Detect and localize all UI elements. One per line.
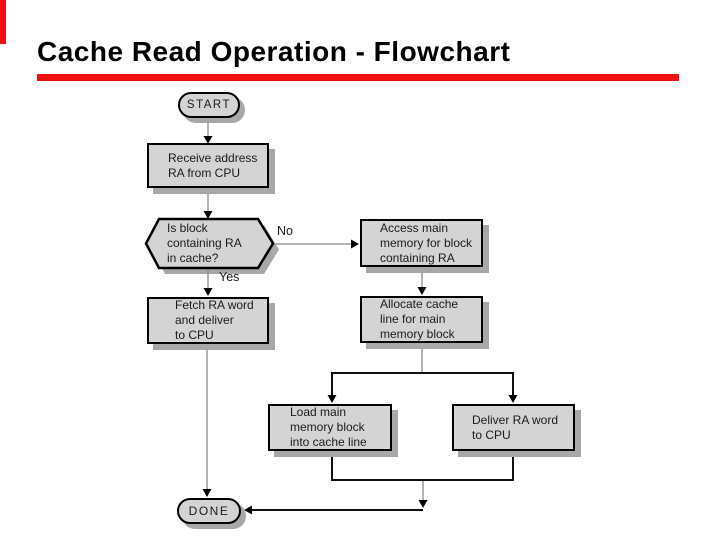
arrowhead-into-done-top <box>202 489 212 497</box>
arrowhead-into-receive <box>203 136 213 144</box>
node-allocate-cache-line: Allocate cache line for main memory bloc… <box>360 296 483 343</box>
arrowhead-merge-down <box>418 500 428 508</box>
edge-label-no: No <box>277 224 293 238</box>
arrowhead-into-done-left <box>244 505 252 515</box>
node-fetch-ra-word-label: Fetch RA word and deliver to CPU <box>175 298 254 342</box>
node-deliver-ra-word: Deliver RA word to CPU <box>452 404 575 451</box>
node-receive-address-label: Receive address RA from CPU <box>168 150 258 180</box>
node-deliver-ra-word-label: Deliver RA word to CPU <box>472 412 559 442</box>
slide-title: Cache Read Operation - Flowchart <box>37 36 511 67</box>
arrowhead-into-fetch <box>203 288 213 296</box>
arrowhead-into-decision <box>203 211 213 219</box>
slide-corner-accent <box>0 0 6 44</box>
arrowhead-into-load <box>327 395 337 403</box>
node-allocate-cache-line-label: Allocate cache line for main memory bloc… <box>380 297 459 341</box>
arrowhead-into-allocate <box>417 287 427 295</box>
node-start-label: START <box>186 99 232 111</box>
title-underline-rule <box>37 74 679 81</box>
node-load-memory-block: Load main memory block into cache line <box>268 404 392 451</box>
edge-label-yes: Yes <box>219 270 240 284</box>
node-load-memory-block-label: Load main memory block into cache line <box>290 405 367 449</box>
decision-shape <box>144 217 275 270</box>
arrowhead-into-access <box>351 239 359 249</box>
node-done: DONE <box>177 498 241 524</box>
node-receive-address: Receive address RA from CPU <box>147 143 269 188</box>
node-access-main-memory-label: Access main memory for block containing … <box>380 220 473 265</box>
node-decision-label: Is block containing RA in cache? <box>167 221 242 265</box>
arrowhead-into-deliver <box>508 395 518 403</box>
node-done-label: DONE <box>188 504 230 518</box>
node-access-main-memory: Access main memory for block containing … <box>360 219 483 267</box>
node-fetch-ra-word: Fetch RA word and deliver to CPU <box>147 297 269 344</box>
node-start: START <box>178 92 240 118</box>
